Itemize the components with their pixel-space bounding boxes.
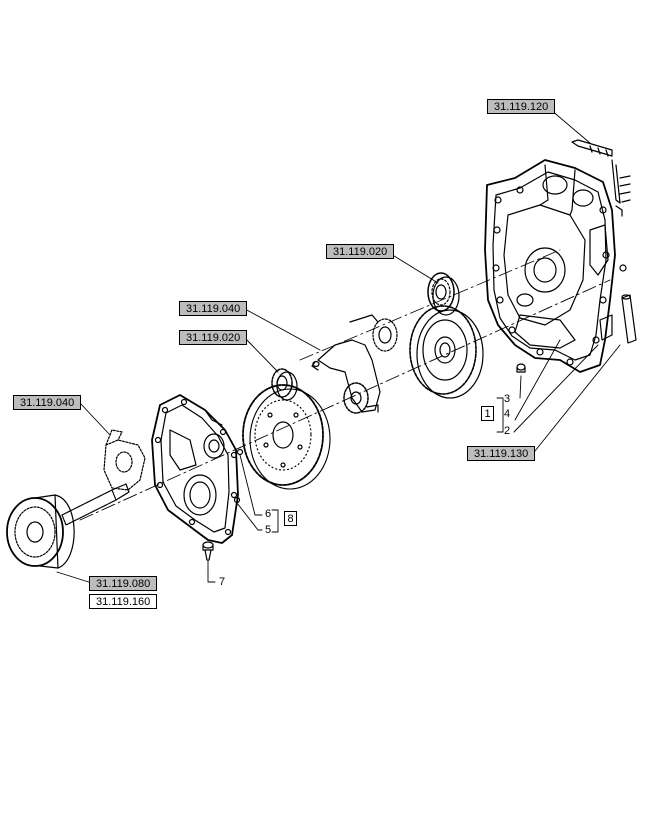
upper-small-parts: [571, 139, 631, 217]
callout-3: 3: [504, 393, 511, 405]
cover-screws: [233, 448, 244, 504]
ref-label-31-119-020-upper[interactable]: 31.119.020: [326, 244, 395, 259]
ref-label-31-119-020-lower[interactable]: 31.119.020: [179, 330, 248, 345]
callout-7: 7: [219, 576, 226, 588]
callout-2: 2: [504, 425, 511, 437]
large-center-gear: [242, 384, 331, 490]
ref-label-31-119-130[interactable]: 31.119.130: [467, 446, 536, 461]
bolt-7: [202, 541, 214, 561]
callout-6: 6: [265, 508, 272, 520]
right-pin: [621, 294, 637, 344]
ref-label-31-119-120[interactable]: 31.119.120: [487, 99, 556, 114]
callout-5: 5: [265, 524, 272, 536]
callout-4: 4: [504, 408, 511, 420]
small-bolt: [516, 363, 526, 373]
shaft-assembly: [311, 314, 398, 414]
splined-shaft: [61, 483, 130, 526]
ref-label-31-119-040-left[interactable]: 31.119.040: [13, 395, 82, 410]
center-axis-line-upper: [299, 249, 561, 361]
callout-1: 1: [481, 406, 494, 421]
ref-label-31-119-080[interactable]: 31.119.080: [89, 576, 158, 591]
small-plug: [619, 264, 627, 272]
ref-label-31-119-160[interactable]: 31.119.160: [89, 594, 158, 609]
leader-lines: [56, 109, 621, 585]
transmission-housing: [484, 159, 616, 373]
center-axis-line: [79, 279, 611, 521]
large-right-gear: [409, 305, 484, 399]
left-bracket: [103, 429, 146, 491]
brake-drum: [6, 494, 75, 569]
callout-8: 8: [284, 511, 297, 526]
cover-plate: [151, 394, 239, 544]
ref-label-31-119-040-upper[interactable]: 31.119.040: [179, 301, 248, 316]
